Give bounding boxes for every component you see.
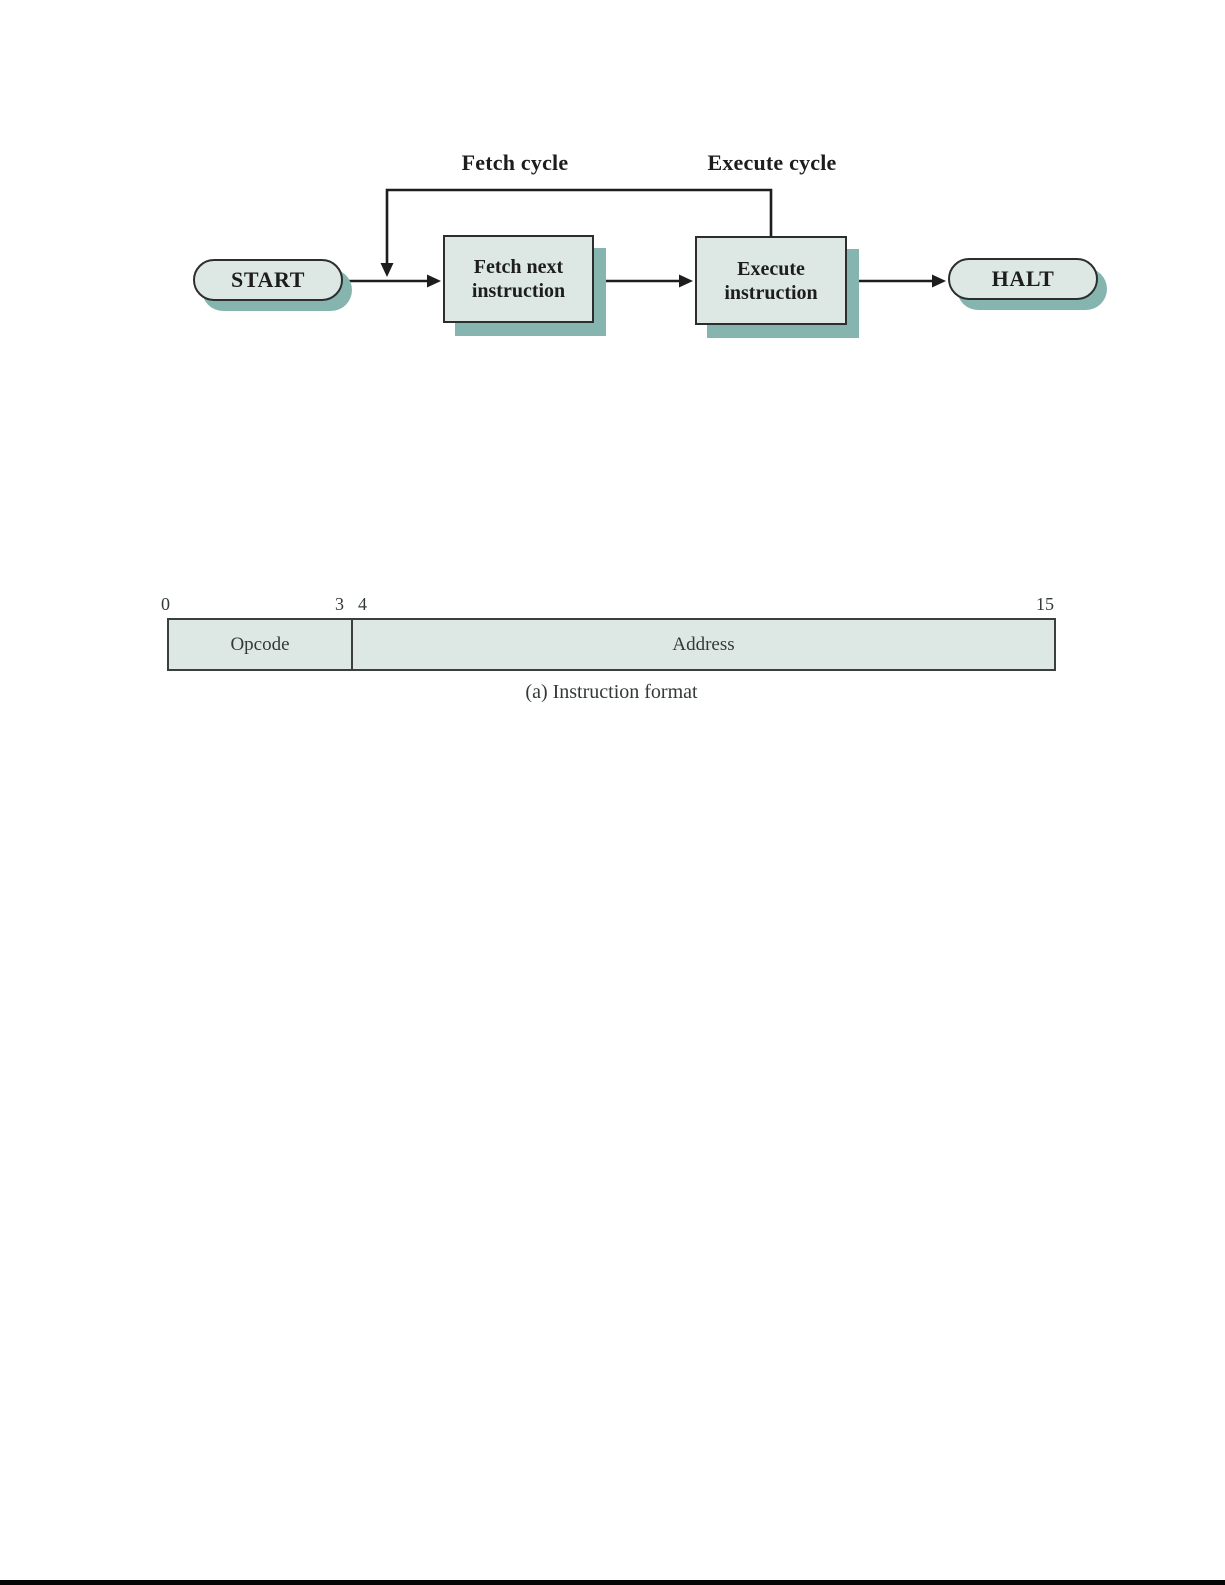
fetch-instruction-box: Fetch next instruction <box>443 235 594 323</box>
bit-position-label-4: 4 <box>358 594 367 614</box>
arrowhead-start-to-fetch <box>427 274 441 288</box>
fetch-box-line2: instruction <box>471 280 566 302</box>
halt-terminal: HALT <box>948 258 1098 300</box>
instruction-format-caption: (a) Instruction format <box>525 681 698 703</box>
arrowhead-feedback-loop <box>380 263 394 277</box>
execute-instruction-box: Execute instruction <box>695 236 847 325</box>
bit-position-label-3: 3 <box>335 594 344 614</box>
bit-position-label-0: 0 <box>161 594 170 614</box>
execute-box-line1: Execute <box>737 257 805 280</box>
page-bottom-rule <box>0 1580 1225 1585</box>
instruction-format-bar: Opcode Address <box>167 618 1056 671</box>
execute-box-line2: instruction <box>724 281 818 304</box>
start-terminal: START <box>193 259 343 301</box>
bit-position-label-15: 15 <box>1036 594 1054 614</box>
halt-label: HALT <box>991 266 1055 291</box>
arrowhead-execute-to-halt <box>932 274 946 288</box>
flow-connector-lines <box>343 188 946 288</box>
opcode-field: Opcode <box>169 620 353 669</box>
execute-cycle-label: Execute cycle <box>707 150 837 175</box>
fetch-cycle-label: Fetch cycle <box>461 150 569 175</box>
start-label: START <box>231 267 305 292</box>
address-field: Address <box>672 633 735 655</box>
fetch-box-line1: Fetch next <box>473 256 564 278</box>
arrowhead-fetch-to-execute <box>679 274 693 288</box>
